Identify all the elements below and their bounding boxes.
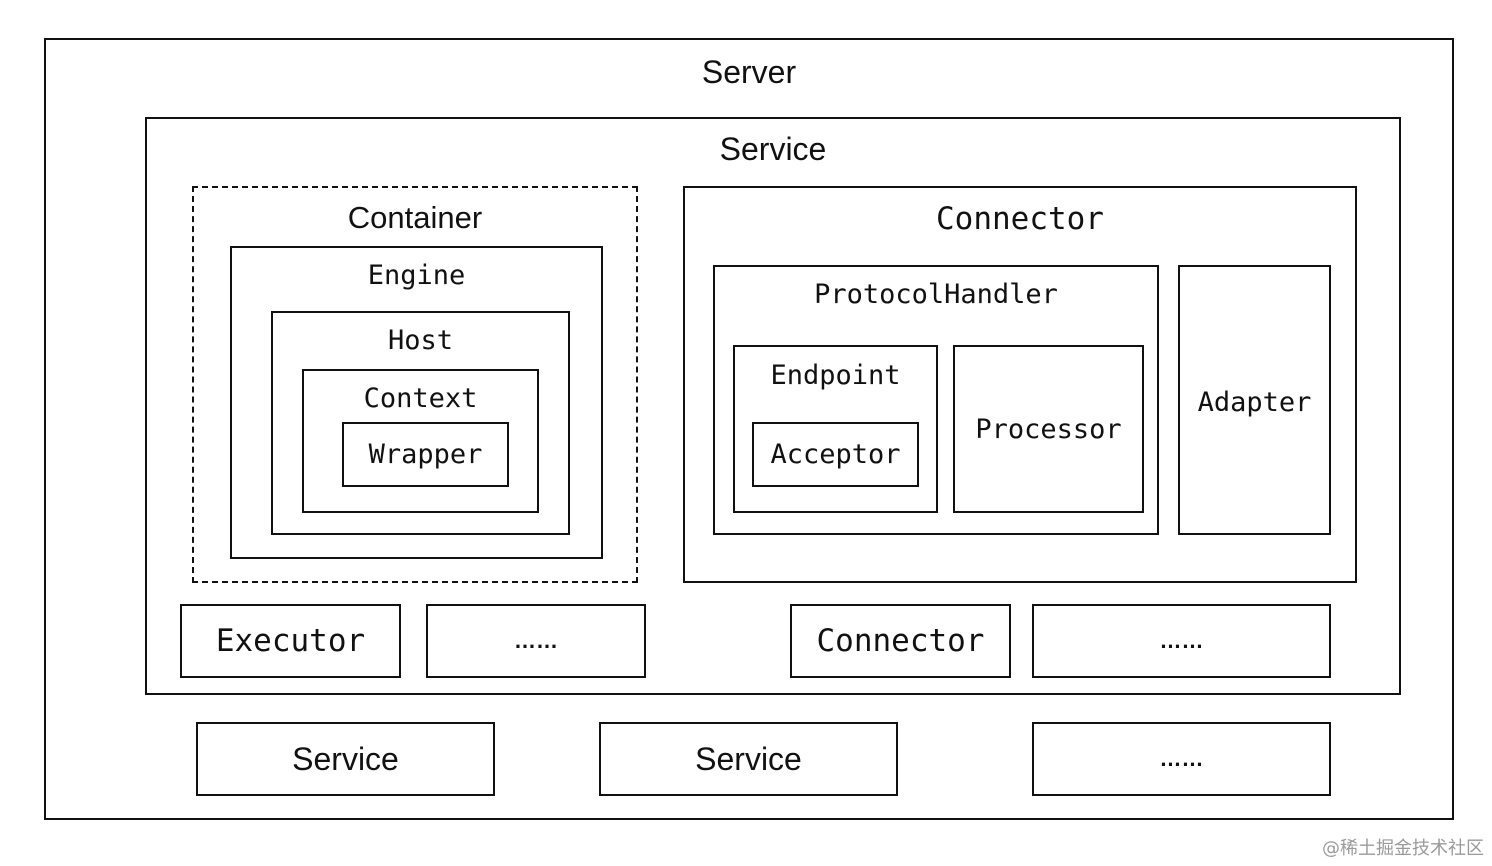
ellipsis-box-2: …… [1032,604,1331,678]
context-label: Context [363,383,478,414]
processor-label: Processor [975,413,1122,445]
wrapper-label: Wrapper [368,439,483,470]
connector-label: Connector [936,201,1104,237]
service-box-3: Service [599,722,898,796]
ellipsis-label-2: …… [1159,628,1204,653]
adapter-label: Adapter [1197,387,1312,418]
executor-box: Executor [180,604,401,678]
container-box: Container [192,186,638,583]
ellipsis-box-1: …… [426,604,646,678]
executor-label: Executor [215,623,366,659]
connector-small-box: Connector [790,604,1011,678]
service-label-2: Service [292,740,399,777]
endpoint-label: Endpoint [770,360,901,391]
connector-small-label: Connector [816,623,985,659]
adapter-box: Adapter [1178,265,1331,535]
host-label: Host [387,325,454,356]
ellipsis-label-3: …… [1159,746,1204,771]
engine-label: Engine [367,260,466,291]
processor-box: Processor [953,345,1144,513]
service-box-2: Service [196,722,495,796]
ellipsis-box-3: …… [1032,722,1331,796]
ellipsis-label-1: …… [514,628,558,653]
server-label: Server [701,54,797,90]
service-label: Service [719,131,827,167]
protocol-handler-label: ProtocolHandler [814,279,1058,310]
container-label: Container [347,200,483,235]
wrapper-box: Wrapper [342,422,509,487]
acceptor-box: Acceptor [752,422,919,487]
acceptor-label: Acceptor [770,439,901,470]
watermark-text: @稀土掘金技术社区 [1322,838,1484,859]
service-label-3: Service [695,740,802,777]
